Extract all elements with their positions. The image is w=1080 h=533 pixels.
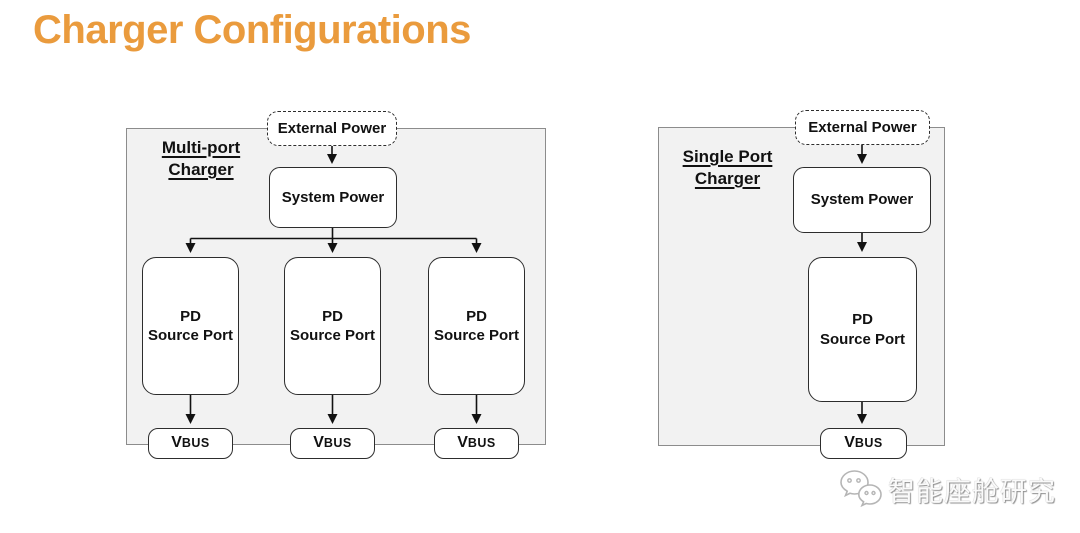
page-title: Charger Configurations: [33, 8, 471, 52]
pd-source-port-box: PD Source Port: [142, 257, 239, 395]
watermark: 智能座舱研究: [838, 468, 1056, 510]
pd-source-port-box: PD Source Port: [284, 257, 381, 395]
pd-source-port-box: PD Source Port: [428, 257, 525, 395]
vbus-label: V: [313, 434, 324, 452]
multi-port-charger-label: Multi-port Charger: [161, 138, 241, 179]
vbus-label: V: [457, 434, 468, 452]
wechat-icon: [840, 470, 882, 508]
system-power-box-right: System Power: [793, 167, 931, 233]
vbus-label: V: [844, 434, 855, 452]
external-power-box-left: External Power: [267, 111, 397, 146]
vbus-label: V: [171, 434, 182, 452]
system-power-box-left: System Power: [269, 167, 397, 228]
watermark-text: 智能座舱研究: [888, 476, 1056, 507]
external-power-box-right: External Power: [795, 110, 930, 145]
single-port-charger-label: Single Port Charger: [682, 147, 773, 188]
pd-source-port-box: PD Source Port: [808, 257, 917, 402]
